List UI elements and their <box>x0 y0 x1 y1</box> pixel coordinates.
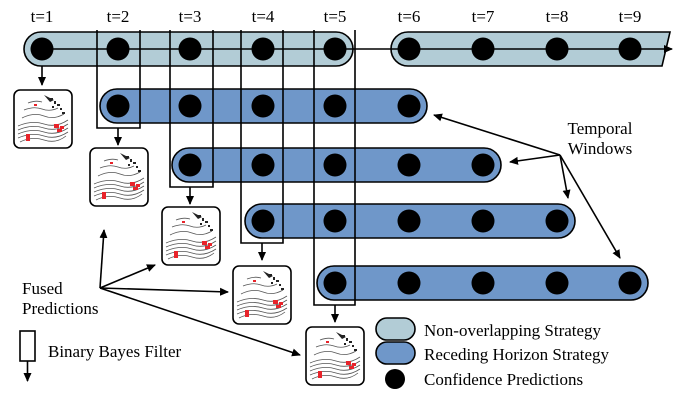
fused-prediction-thumbnail <box>161 206 221 266</box>
legend-dot-confidence <box>385 369 405 389</box>
confidence-dot <box>471 209 495 233</box>
legend-swatch-receding-horizon <box>375 341 416 365</box>
confidence-dot <box>323 94 347 118</box>
time-label: t=4 <box>252 7 275 26</box>
temporal-windows-arrow <box>559 154 571 199</box>
confidence-dot <box>323 271 347 295</box>
confidence-dot <box>618 271 642 295</box>
binary-bayes-filter-label: Binary Bayes Filter <box>48 342 181 361</box>
confidence-dot <box>471 153 495 177</box>
legend: Non-overlapping Strategy Receding Horizo… <box>375 317 610 389</box>
confidence-dot <box>106 94 130 118</box>
fused-predictions-arrow <box>99 287 301 357</box>
confidence-dot <box>178 153 202 177</box>
time-label: t=2 <box>107 7 130 26</box>
confidence-dot <box>471 271 495 295</box>
binary-bayes-filter-key: Binary Bayes Filter <box>19 330 181 382</box>
confidence-dot <box>251 94 275 118</box>
time-label: t=7 <box>472 7 495 26</box>
legend-label-confidence: Confidence Predictions <box>424 370 583 389</box>
confidence-dot <box>323 209 347 233</box>
time-label: t=6 <box>398 7 421 26</box>
legend-label-non-overlapping: Non-overlapping Strategy <box>424 321 602 340</box>
confidence-dots-layer <box>30 37 642 295</box>
filter-lines-layer <box>38 30 356 323</box>
fused-prediction-thumbnail <box>13 89 73 149</box>
fused-prediction-thumbnail <box>305 326 365 386</box>
fused-prediction-thumbnail <box>89 147 149 207</box>
fused-predictions-label: Fused <box>22 279 63 298</box>
fused-prediction-thumbnail <box>232 265 292 325</box>
temporal-windows-arrow <box>559 154 621 259</box>
legend-swatch-non-overlapping <box>375 317 416 341</box>
confidence-dot <box>397 209 421 233</box>
fused-predictions-arrow <box>99 229 108 289</box>
confidence-dot <box>545 209 569 233</box>
confidence-dot <box>397 153 421 177</box>
legend-label-receding-horizon: Receding Horizon Strategy <box>424 345 610 364</box>
annotation-arrows-layer <box>42 45 673 357</box>
fused-predictions-arrow <box>99 287 229 296</box>
time-label: t=5 <box>324 7 347 26</box>
time-label: t=1 <box>31 7 54 26</box>
confidence-dot <box>397 271 421 295</box>
fused-predictions-arrow <box>99 264 156 289</box>
bayes-filter-line <box>169 30 214 188</box>
time-label: t=9 <box>619 7 642 26</box>
confidence-dot <box>251 153 275 177</box>
temporal-windows-arrow <box>509 154 561 165</box>
temporal-windows-label: Windows <box>568 139 632 158</box>
confidence-dot <box>178 94 202 118</box>
time-label: t=8 <box>546 7 569 26</box>
confidence-dot <box>397 94 421 118</box>
temporal-windows-label: Temporal <box>568 119 633 138</box>
confidence-dot <box>251 209 275 233</box>
confidence-dot <box>323 153 347 177</box>
time-label: t=3 <box>179 7 202 26</box>
temporal-windows-arrow <box>433 113 561 156</box>
fused-predictions-label: Predictions <box>22 299 99 318</box>
time-labels: t=1 t=2 t=3 t=4 t=5 t=6 t=7 t=8 t=9 <box>31 7 642 26</box>
confidence-dot <box>545 271 569 295</box>
